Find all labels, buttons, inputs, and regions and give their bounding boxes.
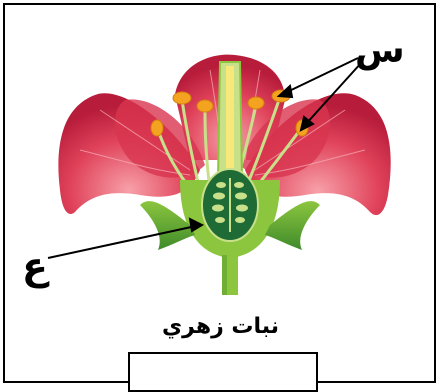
diagram-caption: نبات زهري [0,314,441,339]
answer-box[interactable] [128,352,318,392]
label-s: س [355,30,405,71]
label-a: ع [22,244,48,288]
